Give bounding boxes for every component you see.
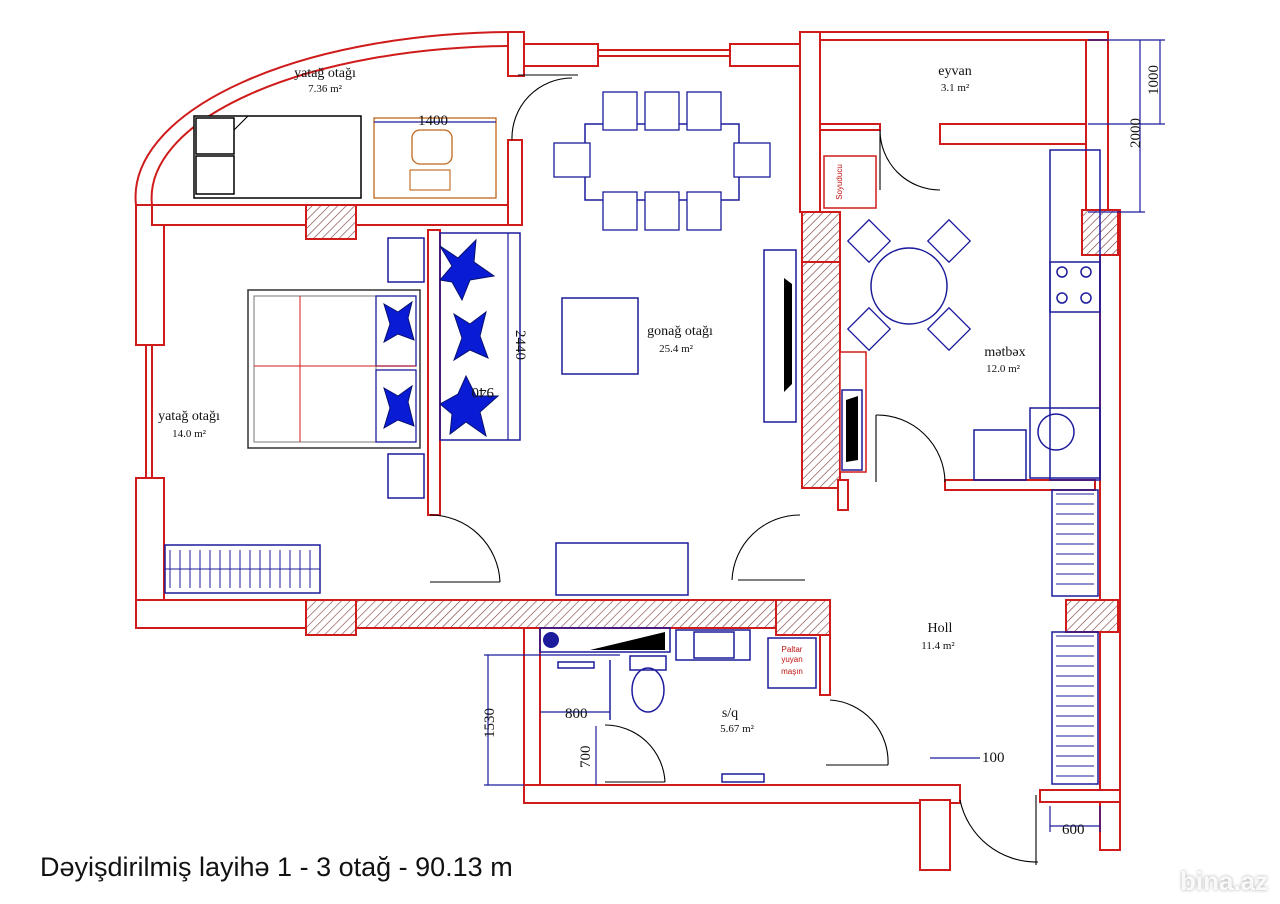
fridge-label: Soyuducu <box>835 164 844 200</box>
washer-label-1: Paltar <box>782 645 803 654</box>
room-area: 3.1 m² <box>941 82 970 94</box>
dining-table <box>553 91 771 231</box>
room-name: s/q <box>722 706 738 721</box>
coffee-table <box>561 297 639 375</box>
room-hall: Holl 11.4 m² <box>921 621 955 652</box>
room-name: mətbəx <box>984 345 1025 360</box>
washer-label-2: yuyan <box>781 655 802 664</box>
bathroom-fixtures <box>539 627 765 783</box>
wardrobe-bedroom <box>164 544 321 594</box>
single-bed <box>193 115 362 199</box>
tv-stand <box>555 542 689 596</box>
room-bedroom-small: yatağ otağı 7.36 m² <box>294 66 356 95</box>
dim-bath-800: 800 <box>565 706 588 722</box>
kitchen-table <box>846 218 972 352</box>
dim-bath-700: 700 <box>578 746 594 769</box>
hall-wardrobes <box>1051 489 1099 785</box>
doors <box>429 74 1039 865</box>
dim-door-100: 100 <box>982 750 1005 766</box>
room-name: Holl <box>928 621 953 636</box>
dim-sofa-length: 2440 <box>512 330 528 360</box>
dim-bath-1530: 1530 <box>482 708 498 738</box>
room-name: yatağ otağı <box>158 409 220 424</box>
walls <box>134 30 1121 871</box>
kitchen-counter <box>973 149 1101 481</box>
room-name: yatağ otağı <box>294 66 356 81</box>
double-bed <box>247 237 425 499</box>
fridge: Soyuducu <box>823 155 877 209</box>
oven-unit <box>839 351 867 473</box>
room-area: 12.0 m² <box>986 363 1021 375</box>
dim-sofa-depth: 940 <box>472 384 495 400</box>
dimension-lines <box>484 39 1165 832</box>
room-bathroom: s/q 5.67 m² <box>720 706 755 735</box>
room-area: 5.67 m² <box>720 723 755 735</box>
room-balcony: eyvan 3.1 m² <box>938 64 971 94</box>
room-area: 25.4 m² <box>659 343 694 355</box>
tv-unit <box>763 249 797 423</box>
watermark-logo: bina.az <box>1180 866 1269 896</box>
washing-machine: Paltar yuyan maşın <box>767 637 817 689</box>
sofa <box>439 232 521 441</box>
desk <box>373 117 497 199</box>
room-area: 14.0 m² <box>172 428 207 440</box>
room-living: gonağ otağı 25.4 m² <box>647 324 713 355</box>
room-area: 7.36 m² <box>308 83 343 95</box>
room-name: eyvan <box>938 64 971 79</box>
dim-balcony-1000: 1000 <box>1146 65 1162 95</box>
room-area: 11.4 m² <box>921 640 955 652</box>
dim-wardrobe-600: 600 <box>1062 822 1085 838</box>
room-bedroom-large: yatağ otağı 14.0 m² <box>158 409 220 440</box>
dim-desk-width: 1400 <box>418 113 448 129</box>
plan-caption: Dəyişdirilmiş layihə 1 - 3 otağ - 90.13 … <box>40 852 513 882</box>
room-name: gonağ otağı <box>647 324 713 339</box>
washer-label-3: maşın <box>781 667 803 676</box>
dim-balcony-2000: 2000 <box>1128 118 1144 148</box>
room-kitchen: mətbəx 12.0 m² <box>984 345 1025 375</box>
